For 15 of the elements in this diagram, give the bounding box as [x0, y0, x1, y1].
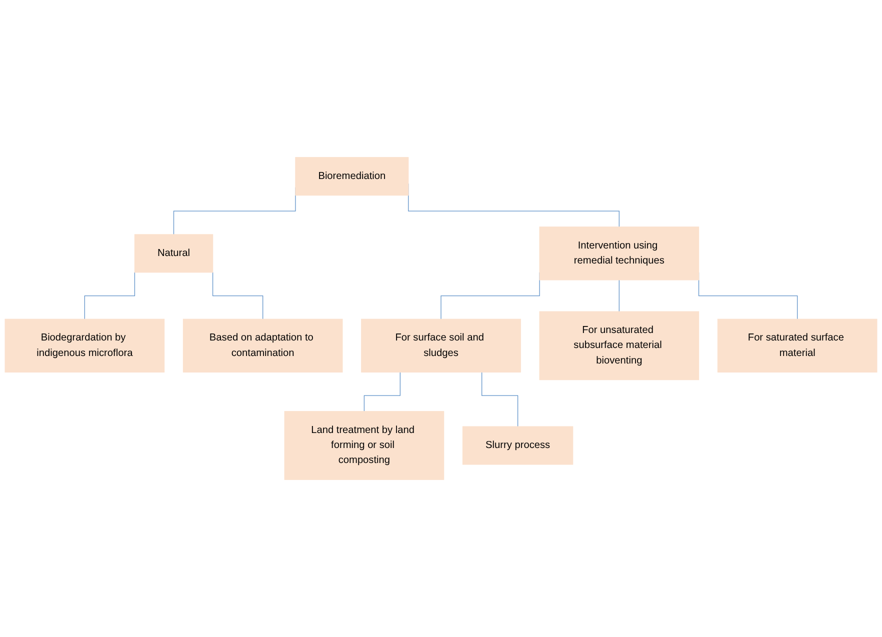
node-box: For unsaturated subsurface material bioventing [539, 311, 700, 380]
connector [482, 372, 518, 427]
connector [618, 280, 620, 312]
node-box: For surface soil and sludges [361, 318, 521, 373]
connector [364, 372, 400, 412]
node-box: Land treatment by land forming or soil composting [284, 411, 444, 480]
node-box: For saturated surface material [717, 318, 878, 373]
connector [212, 272, 264, 320]
node-box: Intervention using remedial techniques [539, 226, 700, 280]
node-box: Biodegrardation by indigenous microflora [4, 318, 165, 373]
node-box: Based on adaptation to contamination [182, 318, 343, 373]
node-box: Natural [134, 234, 214, 273]
node-box: Slurry process [462, 426, 574, 465]
connector [84, 272, 136, 320]
node-box: Bioremediation [295, 157, 409, 196]
